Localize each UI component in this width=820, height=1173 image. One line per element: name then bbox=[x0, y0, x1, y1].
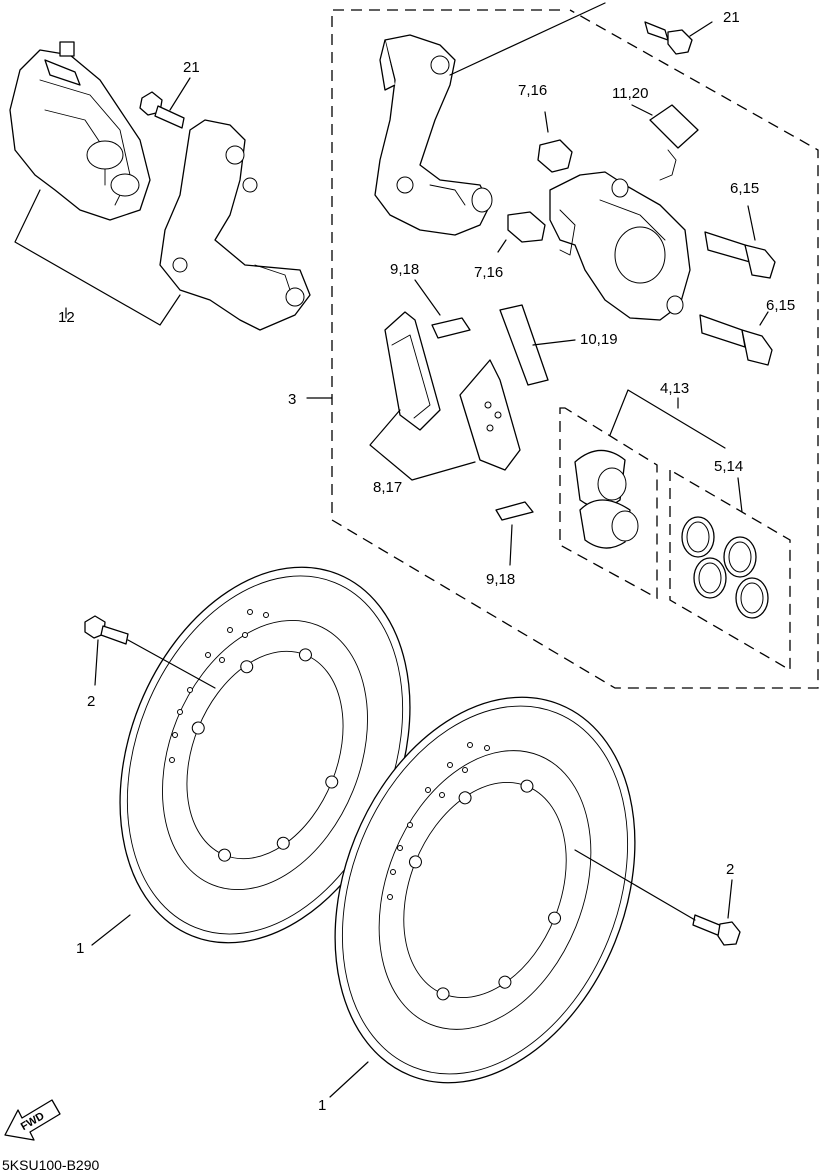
pad-spring-upper bbox=[414, 279, 471, 339]
label-11-20: 11,20 bbox=[612, 85, 648, 102]
brake-pad-right bbox=[459, 359, 521, 471]
label-2-upper: 2 bbox=[87, 693, 95, 710]
label-8-17: 8,17 bbox=[373, 479, 402, 496]
label-7-16-upper: 7,16 bbox=[518, 82, 547, 99]
bolt-21-left bbox=[139, 77, 191, 129]
label-21-right: 21 bbox=[723, 9, 740, 26]
label-4-13: 4,13 bbox=[660, 380, 689, 397]
label-9-18-lower: 9,18 bbox=[486, 571, 515, 588]
fwd-arrow-icon bbox=[4, 1099, 61, 1141]
caliper-body bbox=[549, 171, 691, 321]
diagram-code: 5KSU100-B290 bbox=[2, 1157, 100, 1173]
bleed-screw-lower bbox=[497, 211, 546, 253]
label-5-14: 5,14 bbox=[714, 458, 743, 475]
pad-pin-lower bbox=[699, 311, 773, 366]
caliper-bracket-right bbox=[374, 2, 606, 236]
brake-pad-left bbox=[384, 311, 441, 431]
bolt-21-right bbox=[644, 21, 713, 55]
leader-1-lower bbox=[329, 1061, 369, 1098]
label-2-lower: 2 bbox=[726, 861, 734, 878]
leader-1-upper bbox=[91, 914, 131, 946]
caliper-assembly-left bbox=[9, 41, 311, 331]
disc-lower-holes bbox=[387, 742, 490, 900]
leader-lines-pads bbox=[369, 409, 476, 481]
label-9-18-upper: 9,18 bbox=[390, 261, 419, 278]
piston-seals bbox=[681, 477, 769, 619]
bleed-cap bbox=[631, 104, 699, 181]
label-6-15-lower: 6,15 bbox=[766, 297, 795, 314]
label-21-left: 21 bbox=[183, 59, 200, 76]
label-10-19: 10,19 bbox=[580, 331, 618, 348]
pad-shim bbox=[499, 304, 576, 386]
bleed-screw-upper bbox=[537, 111, 573, 173]
caliper-assembly-boundary bbox=[331, 9, 819, 689]
pad-pin-upper bbox=[704, 205, 776, 279]
label-12: 12 bbox=[58, 309, 75, 326]
label-1-lower: 1 bbox=[318, 1097, 326, 1114]
leader-lines-left bbox=[14, 189, 181, 326]
brake-disc-lower bbox=[334, 696, 636, 1084]
disc-upper-holes bbox=[169, 609, 269, 763]
disc-bolt-lower bbox=[574, 849, 741, 946]
label-7-16-lower: 7,16 bbox=[474, 264, 503, 281]
label-3: 3 bbox=[288, 391, 296, 408]
pad-spring-lower bbox=[495, 501, 534, 566]
pistons bbox=[574, 389, 726, 549]
label-1-upper: 1 bbox=[76, 940, 84, 957]
label-6-15-upper: 6,15 bbox=[730, 180, 759, 197]
disc-bolt-upper bbox=[84, 615, 216, 689]
